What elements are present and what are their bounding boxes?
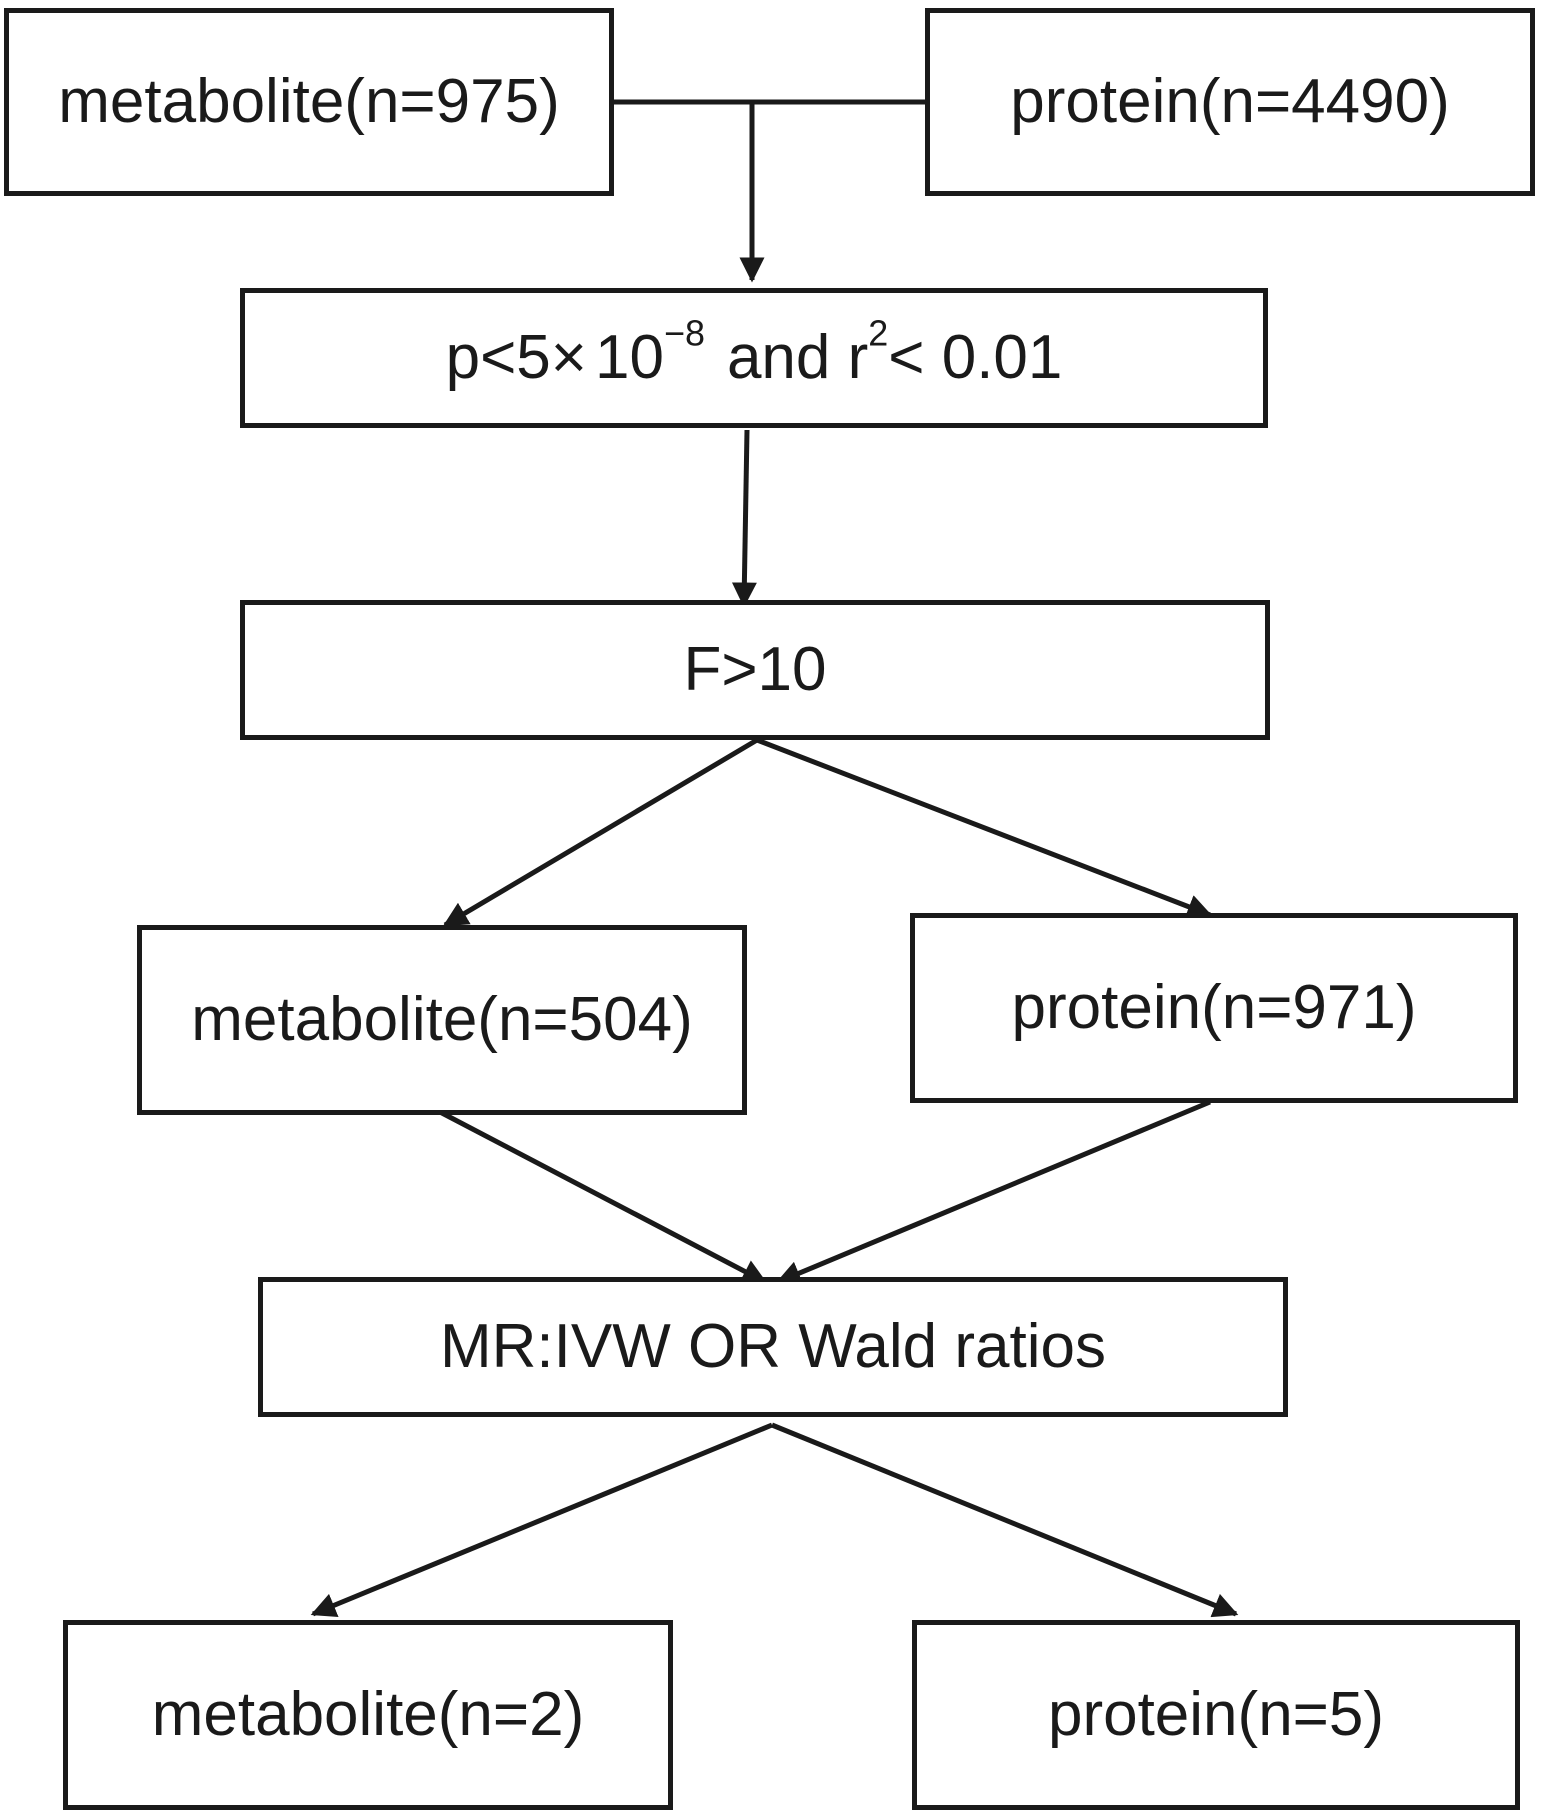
arrow-f-to-protein-971 (756, 737, 1213, 919)
arrow-method-to-metabolite-2 (310, 1422, 773, 1617)
times-symbol: × (550, 323, 587, 392)
metabolite-975-box: metabolite(n=975) (4, 8, 614, 196)
metabolite-2-box: metabolite(n=2) (63, 1620, 673, 1810)
exponent: −8 (663, 312, 705, 354)
protein-971-box: protein(n=971) (910, 913, 1518, 1103)
f-statistic-box: F>10 (240, 600, 1270, 740)
arrow-f-to-metabolite-504 (442, 737, 759, 928)
threshold-filter-box: p<5×10−8 and r2< 0.01 (240, 288, 1268, 428)
base-ten: 10 (594, 323, 664, 392)
f-statistic-label: F>10 (683, 635, 827, 704)
arrow-method-to-protein-5 (771, 1422, 1239, 1618)
arrow-protein-971-to-method (775, 1099, 1211, 1285)
protein-5-label: protein(n=5) (1047, 1680, 1385, 1749)
r-squared-exponent: 2 (868, 312, 889, 354)
metabolite-504-box: metabolite(n=504) (137, 925, 747, 1115)
metabolite-975-label: metabolite(n=975) (58, 67, 560, 136)
metabolite-504-label: metabolite(n=504) (191, 985, 693, 1054)
threshold-filter-label: p<5×10−8 and r2< 0.01 (446, 315, 1063, 389)
protein-4490-box: protein(n=4490) (925, 8, 1535, 196)
mr-method-label: MR:IVW OR Wald ratios (440, 1312, 1106, 1381)
protein-971-label: protein(n=971) (1011, 973, 1417, 1042)
protein-5-box: protein(n=5) (912, 1620, 1520, 1810)
metabolite-2-label: metabolite(n=2) (151, 1680, 585, 1749)
p-threshold-text: p<5 (445, 323, 551, 392)
mr-method-box: MR:IVW OR Wald ratios (258, 1277, 1288, 1417)
arrow-filter-to-f (731, 429, 757, 608)
protein-4490-label: protein(n=4490) (1010, 67, 1450, 136)
arrow-metabolite-504-to-method (438, 1109, 768, 1285)
r-threshold-text: < 0.01 (888, 323, 1063, 392)
and-r-text: and r (726, 323, 869, 392)
